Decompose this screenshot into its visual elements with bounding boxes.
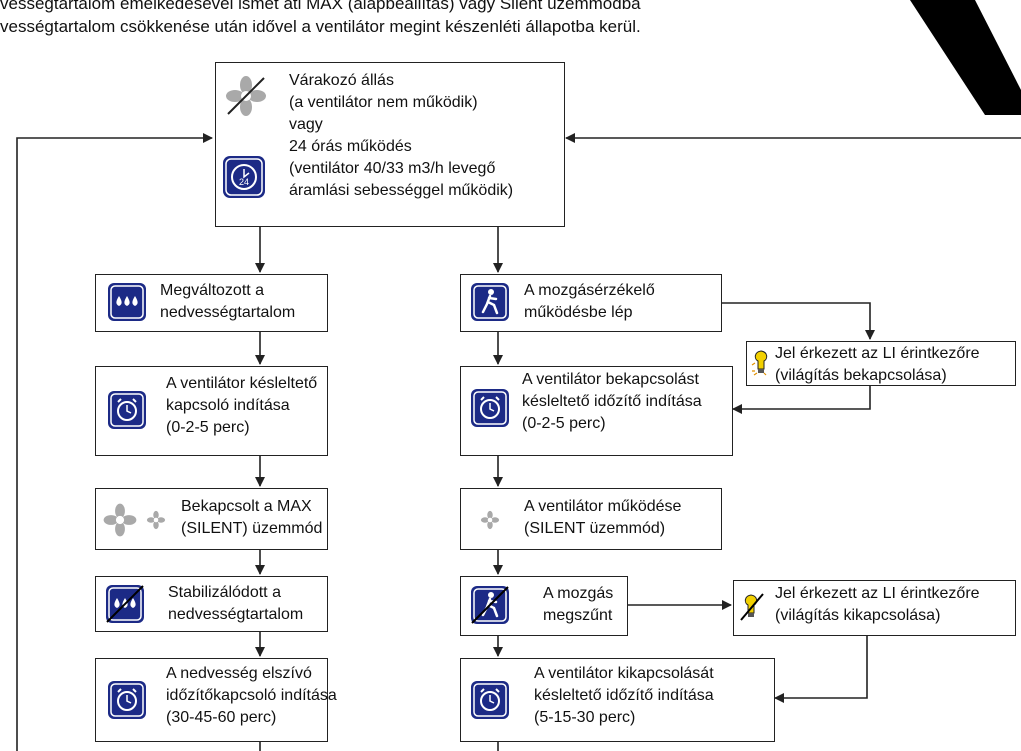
- timer-24h-icon: 24: [223, 156, 265, 198]
- fan-silent-icon: [480, 510, 500, 530]
- light-bulb-off-icon: [740, 593, 764, 621]
- fan-silent-icon: [146, 510, 166, 530]
- extraction-timer-text: A nedvesség elszívó időzítőkapcsoló indí…: [166, 665, 337, 726]
- corner-decoration: [910, 0, 1021, 115]
- humidity-changed-text: Megváltozott a nedvességtartalom: [160, 282, 296, 321]
- motion-sensor-icon: [471, 283, 509, 321]
- on-delay-timer-text: A ventilátor bekapcsolást késleltető idő…: [522, 371, 702, 432]
- humidity-stable-icon: [106, 585, 144, 623]
- fan-operation-text: A ventilátor működése (SILENT üzemmód): [524, 498, 682, 537]
- fan-max-icon: [103, 503, 137, 537]
- standby-text: Várakozó állás (a ventilátor nem működik…: [289, 72, 514, 199]
- light-bulb-on-icon: [751, 350, 768, 376]
- intro-line-1: vességtartalom emelkedésével ismét átl M…: [0, 0, 641, 13]
- li-signal-off-box: [733, 580, 1016, 636]
- humidity-drops-icon: [108, 283, 146, 321]
- alarm-clock-icon: [108, 681, 146, 719]
- motion-stopped-icon: [471, 586, 509, 624]
- fan-disabled-icon: [226, 76, 266, 116]
- alarm-clock-icon: [471, 681, 509, 719]
- motion-stopped-text: A mozgás megszűnt: [543, 585, 614, 624]
- li-signal-on-box: [746, 341, 1016, 386]
- intro-text: vességtartalom emelkedésével ismét átl M…: [0, 0, 900, 38]
- standby-box: [215, 62, 565, 227]
- timer-24h-label: 24: [239, 177, 249, 187]
- off-delay-timer-text: A ventilátor kikapcsolását késleltető id…: [534, 665, 714, 726]
- off-delay-timer-box: [460, 658, 775, 742]
- motion-on-text: A mozgásérzékelő működésbe lép: [524, 282, 655, 321]
- alarm-clock-icon: [471, 389, 509, 427]
- delay-timer-text: A ventilátor késleltető kapcsoló indítás…: [166, 375, 318, 436]
- max-silent-text: Bekapcsolt a MAX (SILENT) üzemmód: [181, 498, 323, 537]
- li-signal-off-text: Jel érkezett az LI érintkezőre (világítá…: [775, 585, 980, 624]
- left-return-line: [16, 133, 213, 751]
- fan-operation-box: [460, 488, 722, 550]
- alarm-clock-icon: [108, 391, 146, 429]
- intro-line-2: vességtartalom csökkenése után idővel a …: [0, 17, 641, 36]
- humidity-stable-text: Stabilizálódott a nedvességtartalom: [168, 584, 304, 623]
- li-signal-on-text: Jel érkezett az LI érintkezőre (világítá…: [775, 345, 980, 384]
